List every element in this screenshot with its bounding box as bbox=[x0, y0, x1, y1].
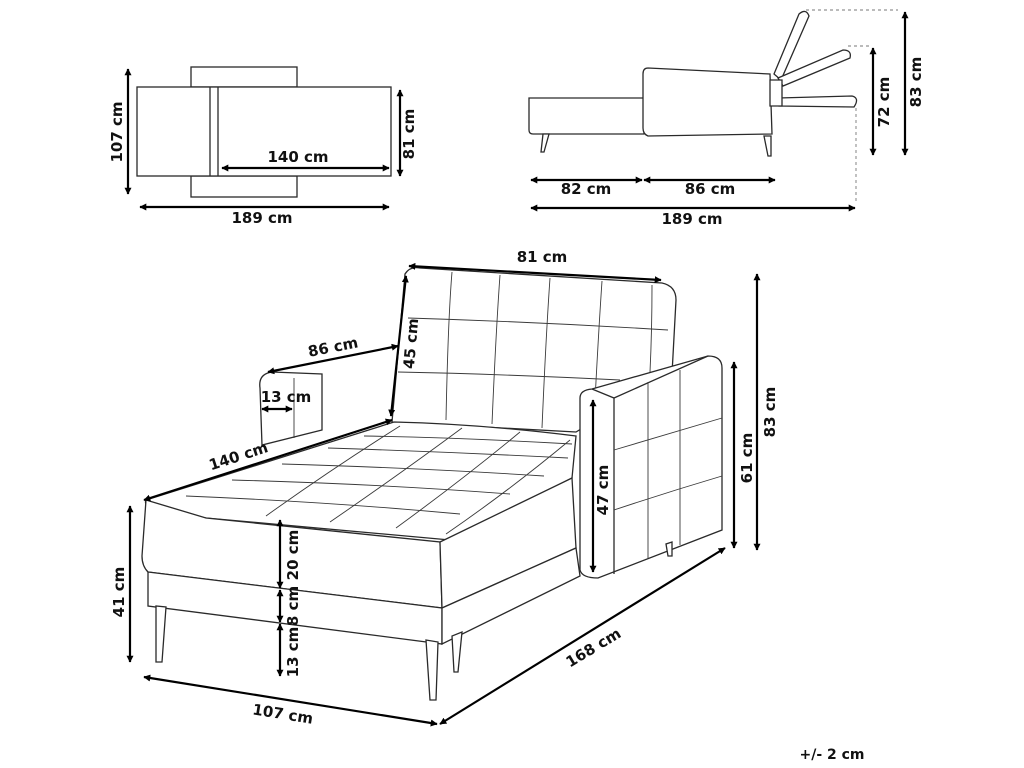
arm-height-label: 61 cm bbox=[738, 433, 756, 484]
seat-height-label: 41 cm bbox=[110, 567, 128, 618]
top-arm-width-label: 81 cm bbox=[400, 109, 418, 160]
seat-length-arrow bbox=[143, 418, 393, 502]
total-height-label: 83 cm bbox=[761, 387, 779, 438]
depth-arrow bbox=[143, 674, 438, 727]
top-total-length-label: 189 cm bbox=[231, 209, 292, 227]
leg-height-label: 13 cm bbox=[284, 627, 302, 678]
side-view: 82 cm 86 cm 189 cm 72 cm 83 cm bbox=[528, 9, 925, 228]
front-right-leg bbox=[425, 639, 439, 701]
depth-label: 107 cm bbox=[251, 700, 314, 727]
side-height-mid-label: 72 cm bbox=[875, 77, 893, 128]
arm-thickness-label: 13 cm bbox=[261, 388, 312, 406]
side-height-full-label: 83 cm bbox=[907, 57, 925, 108]
total-length-label: 168 cm bbox=[563, 624, 625, 671]
side-back-section-label: 86 cm bbox=[685, 180, 736, 198]
back-width-label: 81 cm bbox=[517, 248, 568, 266]
cushion-height-label: 20 cm bbox=[284, 530, 302, 581]
side-total-label: 189 cm bbox=[661, 210, 722, 228]
top-view: 107 cm 140 cm 81 cm 189 cm bbox=[108, 66, 418, 227]
perspective-view: 81 cm 45 cm 86 cm 13 cm 140 cm 20 cm 8 c… bbox=[110, 248, 779, 728]
total-length-arrow bbox=[439, 547, 726, 725]
back-width-arrow bbox=[408, 262, 662, 284]
inner-arm-height-label: 47 cm bbox=[594, 465, 612, 516]
side-seat-label: 82 cm bbox=[561, 180, 612, 198]
back-height-label: 45 cm bbox=[400, 318, 422, 370]
base-height-label: 8 cm bbox=[284, 586, 302, 626]
tolerance-note: +/- 2 cm bbox=[799, 747, 864, 763]
rear-right-leg bbox=[451, 630, 463, 673]
arm-length-label: 86 cm bbox=[306, 333, 359, 360]
top-seat-length-label: 140 cm bbox=[267, 148, 328, 166]
top-depth-label: 107 cm bbox=[108, 101, 126, 162]
arm-length-arrow bbox=[267, 343, 399, 375]
front-left-leg bbox=[155, 605, 167, 663]
